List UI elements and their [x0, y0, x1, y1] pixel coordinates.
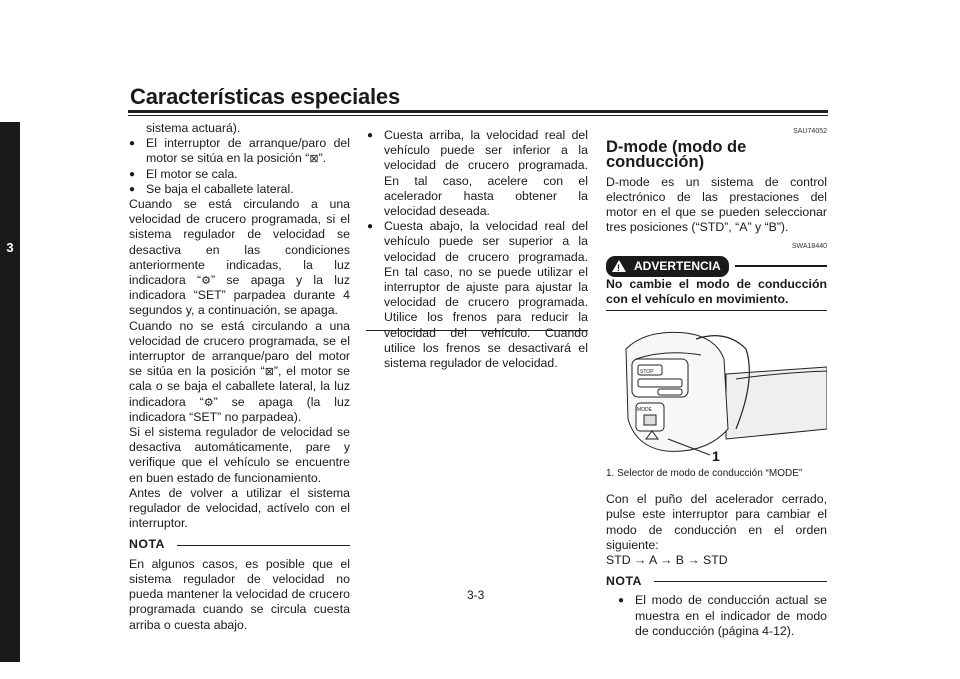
stop-label: STOP	[640, 369, 654, 375]
warning-header: ! ADVERTENCIA	[606, 255, 827, 277]
list-item: Cuesta arriba, la velocidad real del veh…	[367, 128, 588, 219]
paragraph: Si el sistema regulador de velocidad se …	[129, 425, 350, 485]
figure-callout: 1	[712, 448, 720, 464]
note-label: NOTA	[129, 537, 165, 552]
column-2: Cuesta arriba, la velocidad real del veh…	[367, 128, 588, 371]
paragraph: D-mode es un sistema de control electrón…	[606, 174, 827, 235]
mode-sequence: STD → A → B → STD	[606, 553, 728, 568]
stop-switch-icon: ⊠	[309, 153, 319, 166]
figure-caption: 1. Selector de modo de conducción “MODE”	[606, 468, 803, 480]
list-item: Cuesta abajo, la velocidad real del vehí…	[367, 219, 588, 371]
note-rule	[653, 581, 827, 583]
handlebar-figure: STOP MODE 1	[606, 319, 828, 467]
stop-switch-icon: ⊠	[264, 366, 274, 379]
page-number: 3-3	[467, 588, 485, 602]
mode-label: MODE	[637, 407, 653, 413]
paragraph: Cuando no se está circulando a una veloc…	[129, 318, 350, 424]
cruise-indicator-icon: ⚙	[201, 275, 211, 288]
note-list-item: El modo de conducción actual se muestra …	[618, 593, 827, 639]
warning-rule	[734, 265, 827, 268]
reference-code: SWA18440	[791, 243, 827, 251]
paragraph: Antes de volver a utilizar el sistema re…	[129, 485, 350, 531]
column-3: SAU74052 D-mode (modo de conducción) D-m…	[606, 124, 828, 639]
list-item: El interruptor de arranque/paro del moto…	[129, 136, 350, 166]
chapter-number: 3	[6, 240, 14, 255]
note-rule	[176, 544, 350, 546]
column-end-rule	[366, 330, 588, 331]
note-header: NOTA	[606, 574, 827, 589]
header-rule-thin	[128, 115, 828, 116]
cruise-indicator-icon: ⚙	[203, 396, 214, 409]
continued-line: sistema actuará).	[146, 121, 241, 135]
warning-triangle-icon: !	[612, 260, 626, 273]
section-heading: D-mode (modo de conducción)	[606, 138, 747, 172]
note-header: NOTA	[129, 537, 350, 552]
note-text: En algunos casos, es posible que el sist…	[129, 556, 350, 632]
warning-badge: ! ADVERTENCIA	[606, 255, 729, 277]
chapter-tab	[0, 122, 20, 662]
warning-bottom-rule	[606, 310, 827, 312]
paragraph: Con el puño del acelerador cerrado, puls…	[606, 492, 827, 552]
paragraph: Cuando se está circulando a una velocida…	[129, 197, 350, 318]
column-1: sistema actuará). El interruptor de arra…	[129, 121, 350, 633]
page-title: Características especiales	[130, 84, 400, 109]
header-rule	[128, 110, 828, 113]
warning-text: No cambie el modo de conducción con el v…	[606, 276, 827, 307]
handlebar-switch-illustration: STOP MODE 1	[625, 332, 828, 464]
list-item: Se baja el caballete lateral.	[129, 182, 350, 197]
note-label: NOTA	[606, 574, 642, 589]
list-item: El motor se cala.	[129, 167, 350, 182]
reference-code: SAU74052	[793, 128, 827, 135]
